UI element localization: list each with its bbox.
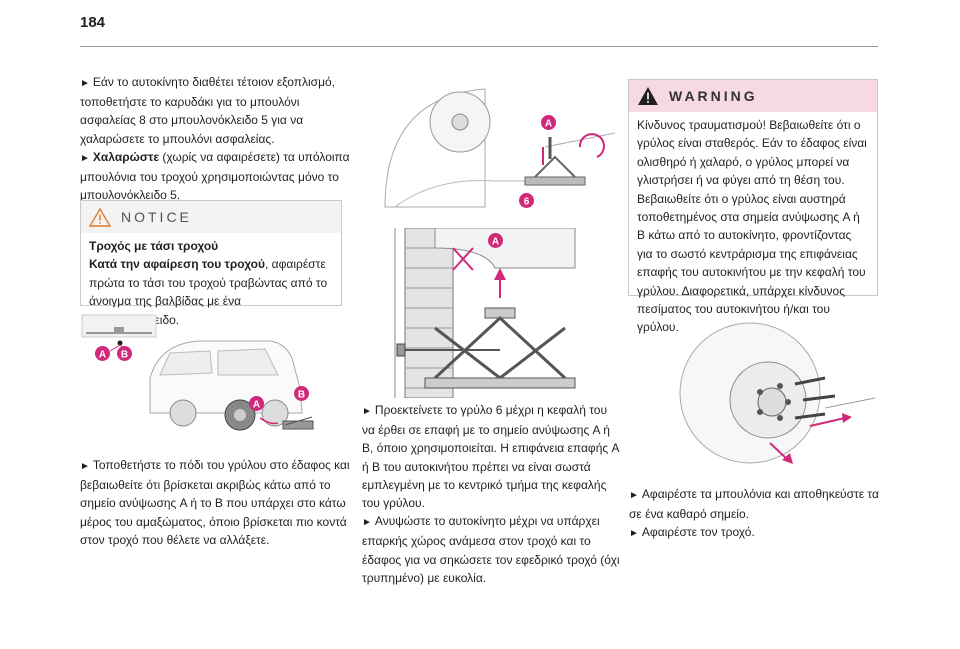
arrow-icon: ► — [80, 78, 90, 89]
caution-icon — [89, 207, 111, 227]
step-paragraph: ►Αφαιρέστε τα μπουλόνια και αποθηκεύστε … — [629, 487, 879, 522]
badge-b: B — [117, 346, 132, 361]
warning-header: WARNING — [629, 80, 877, 112]
col2-text: ►Προεκτείνετε το γρύλο 6 μέχρι η κεφαλή … — [362, 401, 620, 587]
wheel-bolts-figure — [660, 308, 875, 468]
svg-text:A: A — [492, 237, 499, 248]
badge-a: A — [488, 233, 503, 248]
svg-text:A: A — [253, 400, 260, 411]
svg-text:B: B — [121, 350, 128, 361]
notice-header: NOTICE — [81, 201, 341, 233]
notice-title: NOTICE — [121, 209, 192, 225]
notice-heading: Τροχός με τάσι τροχού — [89, 239, 219, 253]
svg-text:B: B — [298, 390, 305, 401]
warning-icon — [638, 87, 658, 105]
arrow-icon: ► — [80, 461, 90, 472]
notice-subheading: Κατά την αφαίρεση του τροχού — [89, 257, 265, 272]
step-paragraph: ►Προεκτείνετε το γρύλο 6 μέχρι η κεφαλή … — [362, 403, 619, 511]
col1-bottom-text: ►Τοποθετήστε το πόδι του γρύλου στο έδαφ… — [80, 458, 350, 547]
svg-text:6: 6 — [524, 197, 530, 208]
arrow-icon: ► — [362, 517, 372, 529]
warning-box: WARNING Κίνδυνος τραυματισμού! Βεβαιωθεί… — [628, 79, 878, 334]
page-number: 184 — [80, 14, 106, 31]
badge-a: A — [541, 115, 556, 130]
badge-a: A — [249, 396, 264, 411]
jack-positioning-figure — [375, 77, 615, 217]
step-paragraph: ►Ανυψώστε το αυτοκίνητο μέχρι να υπάρχει… — [362, 514, 620, 585]
step-paragraph: ►Εάν το αυτοκίνητο διαθέτει τέτοιον εξοπ… — [80, 75, 336, 146]
header-rule — [80, 46, 878, 47]
svg-text:A: A — [545, 119, 552, 130]
arrow-icon: ► — [362, 406, 372, 417]
notice-box: NOTICE Τροχός με τάσι τροχού Κατά την αφ… — [80, 200, 342, 327]
warning-title: WARNING — [669, 88, 758, 104]
arrow-icon: ► — [629, 528, 639, 540]
arrow-icon: ► — [80, 152, 90, 164]
jack-closeup-figure — [375, 228, 585, 398]
step-paragraph: ►Χαλαρώστε (χωρίς να αφαιρέσετε) τα υπόλ… — [80, 149, 350, 203]
notice-body: Τροχός με τάσι τροχού Κατά την αφαίρεση … — [89, 239, 328, 327]
svg-text:A: A — [99, 350, 106, 361]
arrow-icon: ► — [629, 490, 639, 501]
col1-top-text: ►Εάν το αυτοκίνητο διαθέτει τέτοιον εξοπ… — [80, 73, 352, 204]
badge-a: A — [95, 346, 110, 361]
van-lifting-points-figure — [80, 313, 330, 443]
warning-body: Κίνδυνος τραυματισμού! Βεβαιωθείτε ότι ο… — [637, 118, 867, 335]
step-paragraph: ►Αφαιρέστε τον τροχό. — [629, 525, 755, 540]
col3-text: ►Αφαιρέστε τα μπουλόνια και αποθηκεύστε … — [629, 485, 879, 544]
badge-b: B — [294, 386, 309, 401]
badge-six: 6 — [519, 193, 534, 208]
